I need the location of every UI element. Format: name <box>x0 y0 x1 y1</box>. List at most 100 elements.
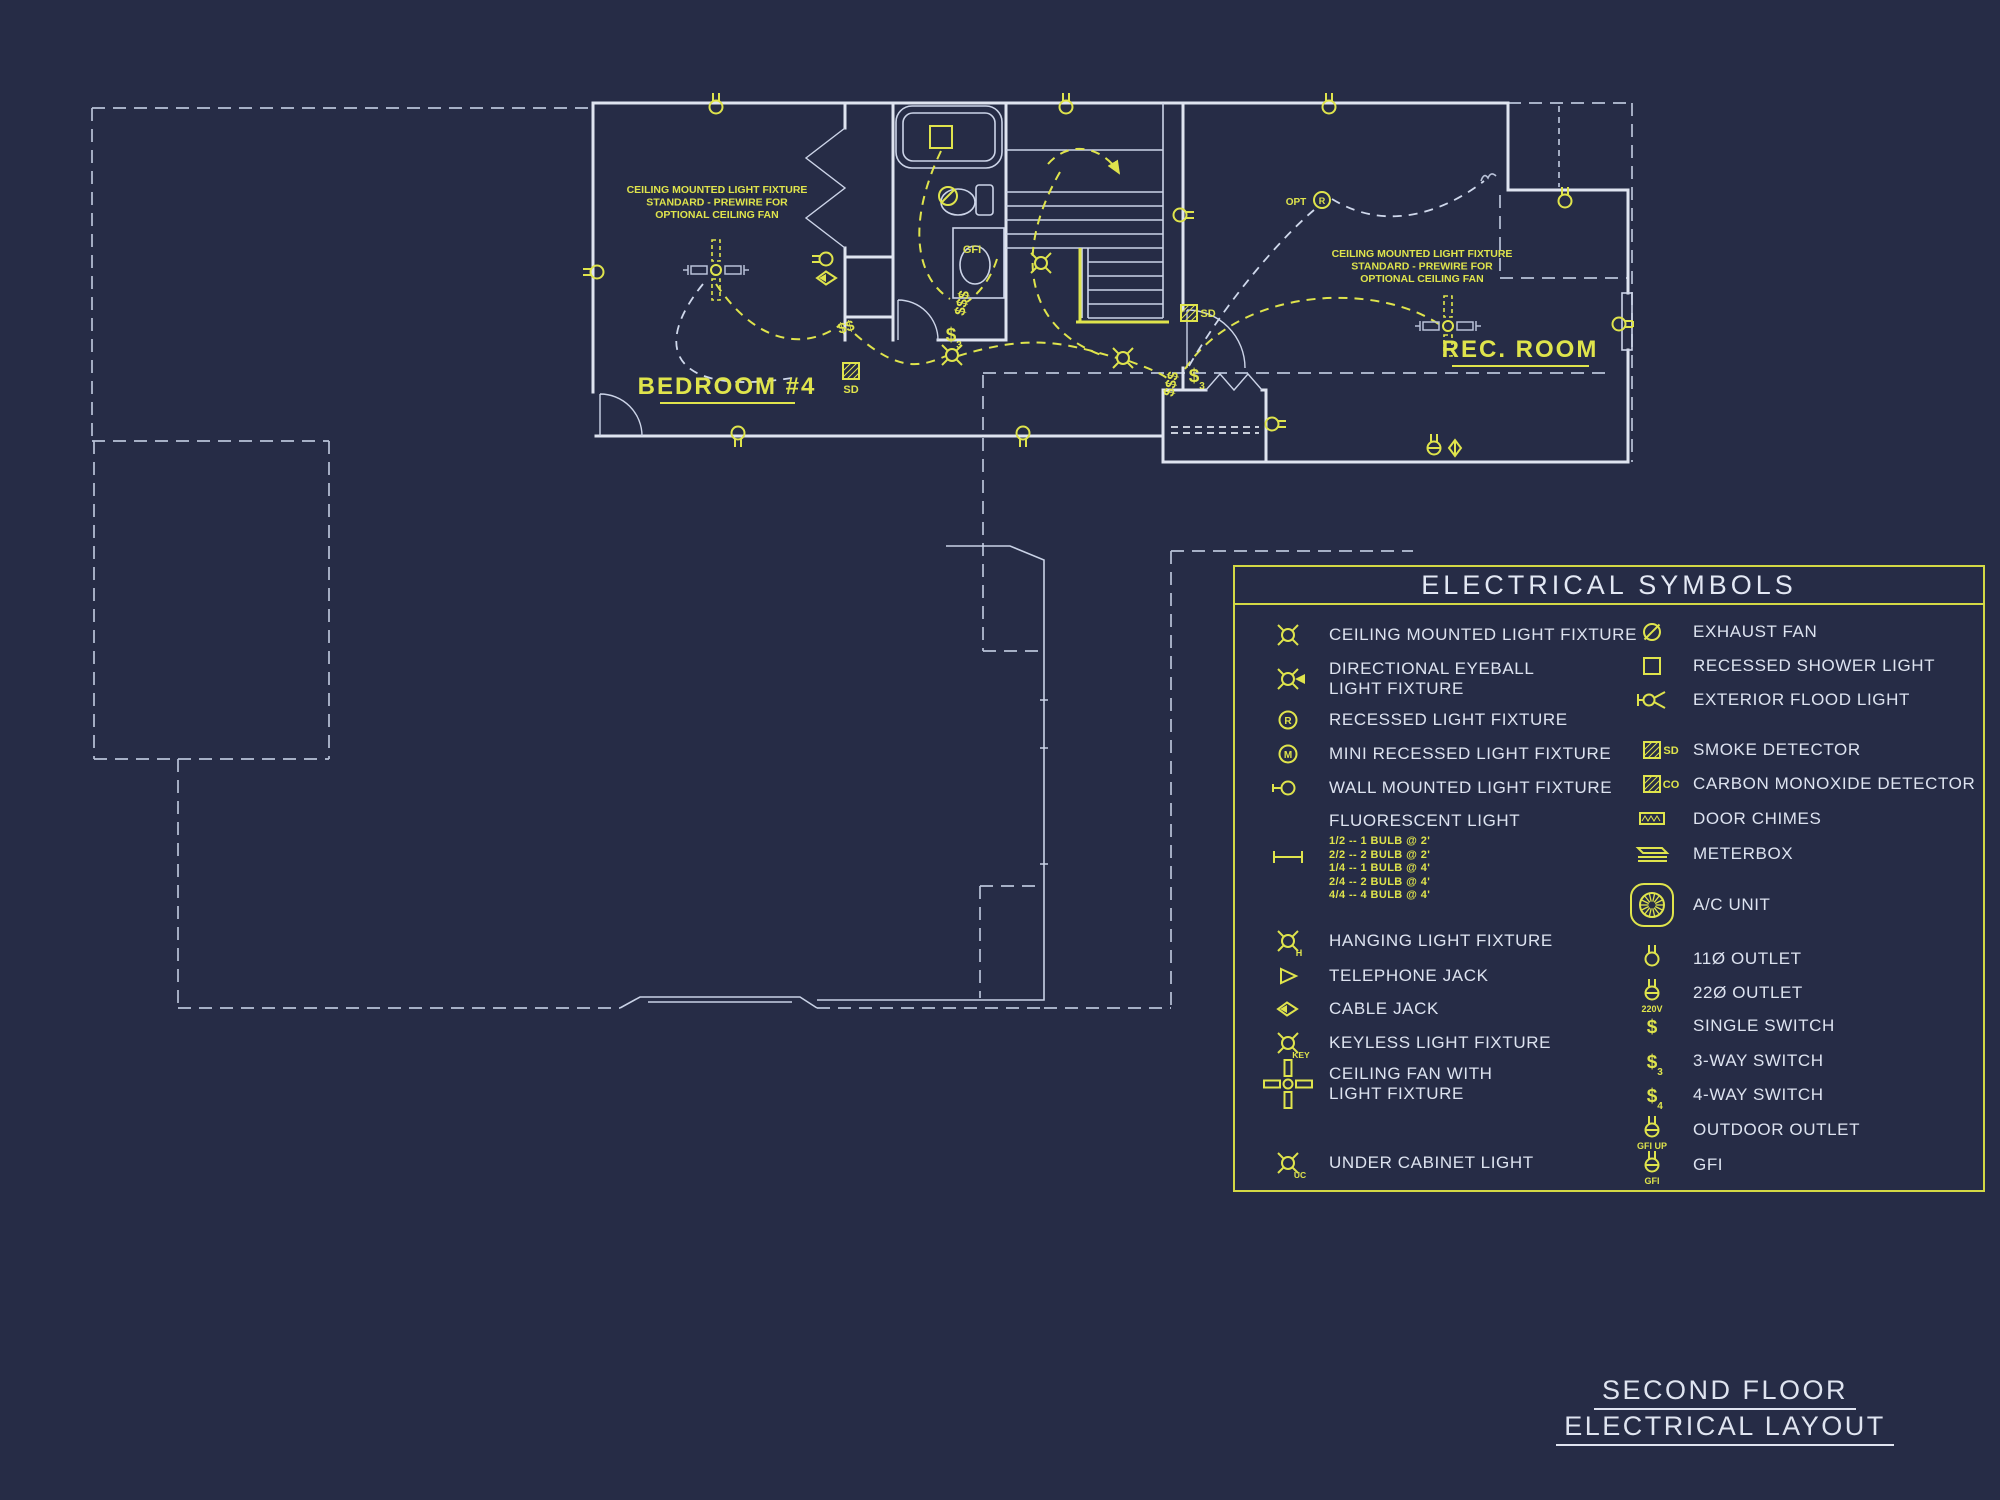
door-chimes-icon <box>1639 812 1665 825</box>
legend-item-label: MINI RECESSED LIGHT FIXTURE <box>1329 744 1612 763</box>
legend-item-text: RECESSED SHOWER LIGHT <box>1693 656 1935 676</box>
svg-text:3: 3 <box>1657 1067 1663 1078</box>
shower-light-icon <box>1643 657 1661 675</box>
legend-item-hanging: H HANGING LIGHT FIXTURE <box>1265 918 1553 964</box>
plan-note-line: OPTIONAL CEILING FAN <box>655 209 778 221</box>
legend-item-label: A/C UNIT <box>1693 895 1771 914</box>
legend-item-text: A/C UNIT <box>1693 895 1771 915</box>
legend-item-meterbox: METERBOX <box>1629 831 1793 877</box>
sheet-title-line1: SECOND FLOOR <box>1593 1374 1857 1410</box>
legend-item-text: RECESSED LIGHT FIXTURE <box>1329 710 1568 730</box>
legend-item-label: UNDER CABINET LIGHT <box>1329 1153 1534 1172</box>
legend-item-label: KEYLESS LIGHT FIXTURE <box>1329 1033 1552 1052</box>
legend-item-label: HANGING LIGHT FIXTURE <box>1329 931 1553 950</box>
legend-title-bar: ELECTRICAL SYMBOLS <box>1235 567 1983 605</box>
legend-item-text: CEILING MOUNTED LIGHT FIXTURE <box>1329 625 1637 645</box>
svg-text:$: $ <box>1647 1052 1658 1073</box>
fluorescent-subline: 4/4 -- 4 BULB @ 4' <box>1329 889 1431 901</box>
legend-item-label: METERBOX <box>1693 844 1794 863</box>
svg-text:3: 3 <box>1199 381 1205 392</box>
legend-item-text: OUTDOOR OUTLET <box>1693 1120 1860 1140</box>
fluorescent-sublines: 1/2 -- 1 BULB @ 2'2/2 -- 2 BULB @ 2'1/4 … <box>1329 835 1520 903</box>
legend-item-door-chimes: DOOR CHIMES <box>1629 796 1821 842</box>
legend-item-text: GFI <box>1693 1155 1723 1175</box>
svg-text:OPT: OPT <box>1286 197 1307 208</box>
legend-item-wall-mounted: WALL MOUNTED LIGHT FIXTURE <box>1265 765 1612 811</box>
circuit-wiring-yellow <box>715 147 1444 380</box>
outlet-220-icon: 220V <box>1641 979 1663 1014</box>
rec-closet-bifold <box>1205 372 1263 392</box>
cable-jack-icon <box>1276 1001 1299 1017</box>
legend-item-exhaust-fan: EXHAUST FAN <box>1629 609 1817 655</box>
legend-item-label: RECESSED LIGHT FIXTURE <box>1329 710 1568 729</box>
legend-item-text: METERBOX <box>1693 844 1793 864</box>
legend-item-ceiling-light: CEILING MOUNTED LIGHT FIXTURE <box>1265 612 1637 658</box>
fluorescent-subline: 1/2 -- 1 BULB @ 2' <box>1329 835 1431 847</box>
rec-room-door <box>1186 309 1246 369</box>
legend-item-label: 11Ø OUTLET <box>1693 949 1802 968</box>
legend-item-text: KEYLESS LIGHT FIXTURE <box>1329 1033 1551 1053</box>
doors <box>599 127 1263 437</box>
wall-light-symbol <box>1611 316 1634 332</box>
ceiling-box-symbol <box>1480 173 1497 182</box>
legend-item-text: CABLE JACK <box>1329 999 1439 1019</box>
toilet <box>940 188 976 216</box>
legend-item-text: DIRECTIONAL EYEBALL LIGHT FIXTURE <box>1329 659 1534 699</box>
telephone-jack-icon <box>1280 967 1299 985</box>
circuit-wiring-white <box>675 180 1485 383</box>
outlet-110-symbol <box>1172 207 1194 223</box>
mini-recessed-icon: M <box>1278 744 1298 764</box>
roof-edge-solid <box>619 545 1048 1009</box>
svg-text:CO: CO <box>1663 779 1680 791</box>
smoke-detector-symbol: SD <box>1180 304 1216 322</box>
hanging-icon: H <box>1277 930 1302 958</box>
ceiling-fan-icon <box>1263 1059 1313 1109</box>
legend-item-text: EXHAUST FAN <box>1693 622 1817 642</box>
electrical-symbols-legend: ELECTRICAL SYMBOLS CEILING MOUNTED LIGHT… <box>1233 565 1985 1192</box>
legend-item-ceiling-fan: CEILING FAN WITH LIGHT FIXTURE <box>1263 1059 1493 1109</box>
legend-item-cable-jack: CABLE JACK <box>1265 986 1439 1032</box>
bathtub <box>895 105 1003 169</box>
outlet-110-symbol <box>730 425 746 447</box>
switch-text-symbol: $$$ <box>952 288 974 317</box>
legend-item-outlet-110: 11Ø OUTLET <box>1629 936 1802 982</box>
legend-item-label: WALL MOUNTED LIGHT FIXTURE <box>1329 778 1613 797</box>
svg-text:$: $ <box>1647 1017 1658 1038</box>
svg-text:220V: 220V <box>1641 1004 1662 1014</box>
legend-item-text: MINI RECESSED LIGHT FIXTURE <box>1329 744 1611 764</box>
ac-unit-icon <box>1630 883 1674 927</box>
svg-text:R: R <box>1284 716 1292 727</box>
legend-item-text: 11Ø OUTLET <box>1693 949 1802 969</box>
room-label: BEDROOM #4 <box>638 373 817 400</box>
outlet-110-icon <box>1644 945 1660 967</box>
walls <box>591 101 1630 464</box>
legend-item-label: CARBON MONOXIDE DETECTOR <box>1693 774 1976 793</box>
legend-item-switch-4: $4 4-WAY SWITCH <box>1629 1072 1824 1118</box>
legend-item-outlet-220: 220V 22Ø OUTLET <box>1629 970 1803 1016</box>
recessed-light-icon: R <box>1278 710 1298 730</box>
plan-note-line: OPTIONAL CEILING FAN <box>1360 273 1483 285</box>
legend-item-smoke-detector: SD SMOKE DETECTOR <box>1629 727 1861 773</box>
legend-item-label: 22Ø OUTLET <box>1693 983 1803 1002</box>
keyless-icon: KEY <box>1277 1032 1310 1060</box>
wall-mounted-icon <box>1272 780 1296 796</box>
vanity <box>952 227 1005 299</box>
legend-item-label: EXHAUST FAN <box>1693 622 1818 641</box>
plan-note-line: CEILING MOUNTED LIGHT FIXTURE <box>1332 248 1513 260</box>
legend-item-switch: $ SINGLE SWITCH <box>1629 1003 1835 1049</box>
sheet-title-block: SECOND FLOOR ELECTRICAL LAYOUT <box>1540 1374 1910 1446</box>
room-label: REC. ROOM <box>1442 336 1599 363</box>
svg-text:4: 4 <box>1657 1101 1663 1112</box>
ceiling-light-symbol <box>941 344 963 366</box>
plan-labels: BEDROOM #4 REC. ROOM CEILING MOUNTED LIGHT… <box>627 184 1599 404</box>
switch-3-icon: $3 <box>1647 1052 1664 1078</box>
svg-text:SD: SD <box>1663 745 1678 757</box>
legend-item-label: CEILING FAN WITH <box>1329 1064 1493 1083</box>
bathroom-door <box>897 299 939 341</box>
exhaust-fan-icon <box>1643 623 1661 641</box>
sink <box>959 245 991 285</box>
svg-text:UC: UC <box>1294 1170 1306 1180</box>
legend-item-ac-unit: A/C UNIT <box>1629 882 1771 928</box>
smoke-detector-symbol: SD <box>842 362 860 396</box>
